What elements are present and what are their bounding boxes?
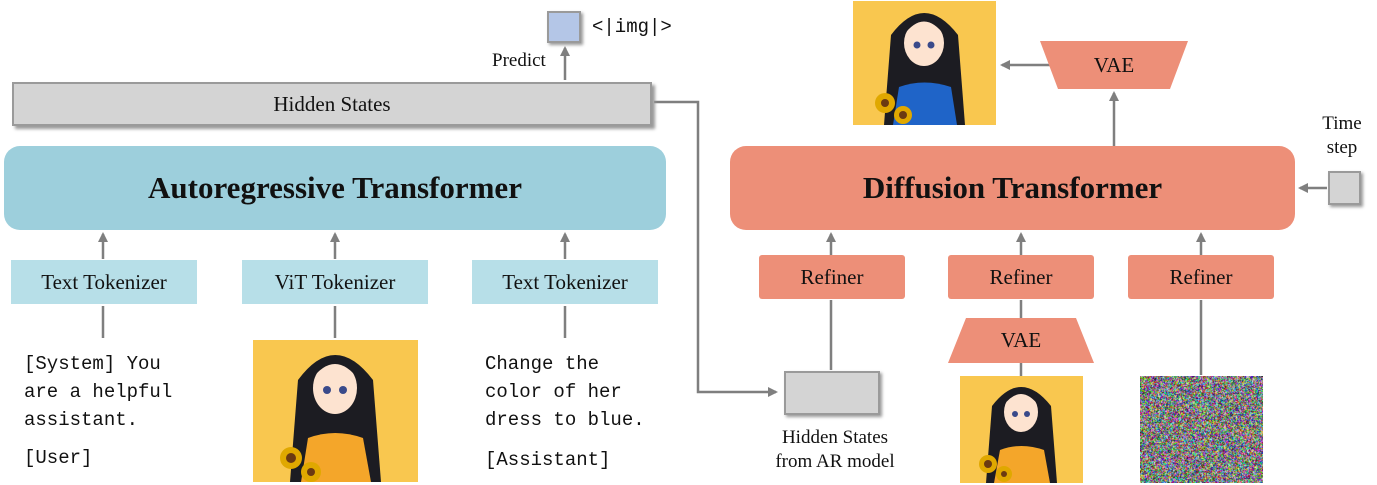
hidden-states-label: Hidden States — [273, 91, 391, 116]
user-tag-text: [User] — [24, 447, 93, 469]
reference-image — [960, 376, 1083, 483]
refiner-vae-latent-label: Refiner — [989, 264, 1053, 289]
text-tokenizer-2-label: Text Tokenizer — [502, 269, 628, 294]
noise-image — [1140, 376, 1263, 483]
refiner-hidden-states-label: Refiner — [800, 264, 864, 289]
output-image — [853, 1, 996, 125]
image-token-box — [547, 11, 581, 43]
text-tokenizer-1: Text Tokenizer — [11, 260, 197, 304]
predict-label: Predict — [492, 50, 546, 71]
vit-tokenizer: ViT Tokenizer — [242, 260, 428, 304]
refiner-noise: Refiner — [1128, 255, 1274, 299]
refiner-vae-latent: Refiner — [948, 255, 1094, 299]
ar-hidden-states-box — [784, 371, 880, 415]
text-tokenizer-2: Text Tokenizer — [472, 260, 658, 304]
vae-decoder-label: VAE — [1093, 52, 1135, 77]
time-step-box — [1328, 171, 1361, 205]
vae-encoder-label: VAE — [1000, 328, 1042, 352]
diffusion-transformer: Diffusion Transformer — [730, 146, 1295, 230]
autoregressive-transformer: Autoregressive Transformer — [4, 146, 666, 230]
text-tokenizer-1-label: Text Tokenizer — [41, 269, 167, 294]
autoregressive-transformer-label: Autoregressive Transformer — [148, 170, 522, 205]
vit-tokenizer-label: ViT Tokenizer — [274, 269, 396, 294]
image-token-label: <|img|> — [592, 16, 672, 38]
time-step-label: Time step — [1322, 113, 1362, 158]
ar-hidden-states-label: Hidden States from AR model — [775, 427, 895, 472]
system-prompt-text: [System] You are a helpful assistant. — [24, 353, 173, 431]
diffusion-transformer-label: Diffusion Transformer — [862, 170, 1163, 205]
instruction-text: Change the color of her dress to blue. — [485, 353, 645, 431]
input-image — [253, 340, 418, 482]
refiner-hidden-states: Refiner — [759, 255, 905, 299]
hidden-states-bar: Hidden States — [12, 82, 652, 126]
vae-encoder: VAE — [948, 318, 1094, 363]
refiner-noise-label: Refiner — [1169, 264, 1233, 289]
vae-decoder: VAE — [1040, 41, 1188, 89]
assistant-tag-text: [Assistant] — [485, 449, 611, 471]
